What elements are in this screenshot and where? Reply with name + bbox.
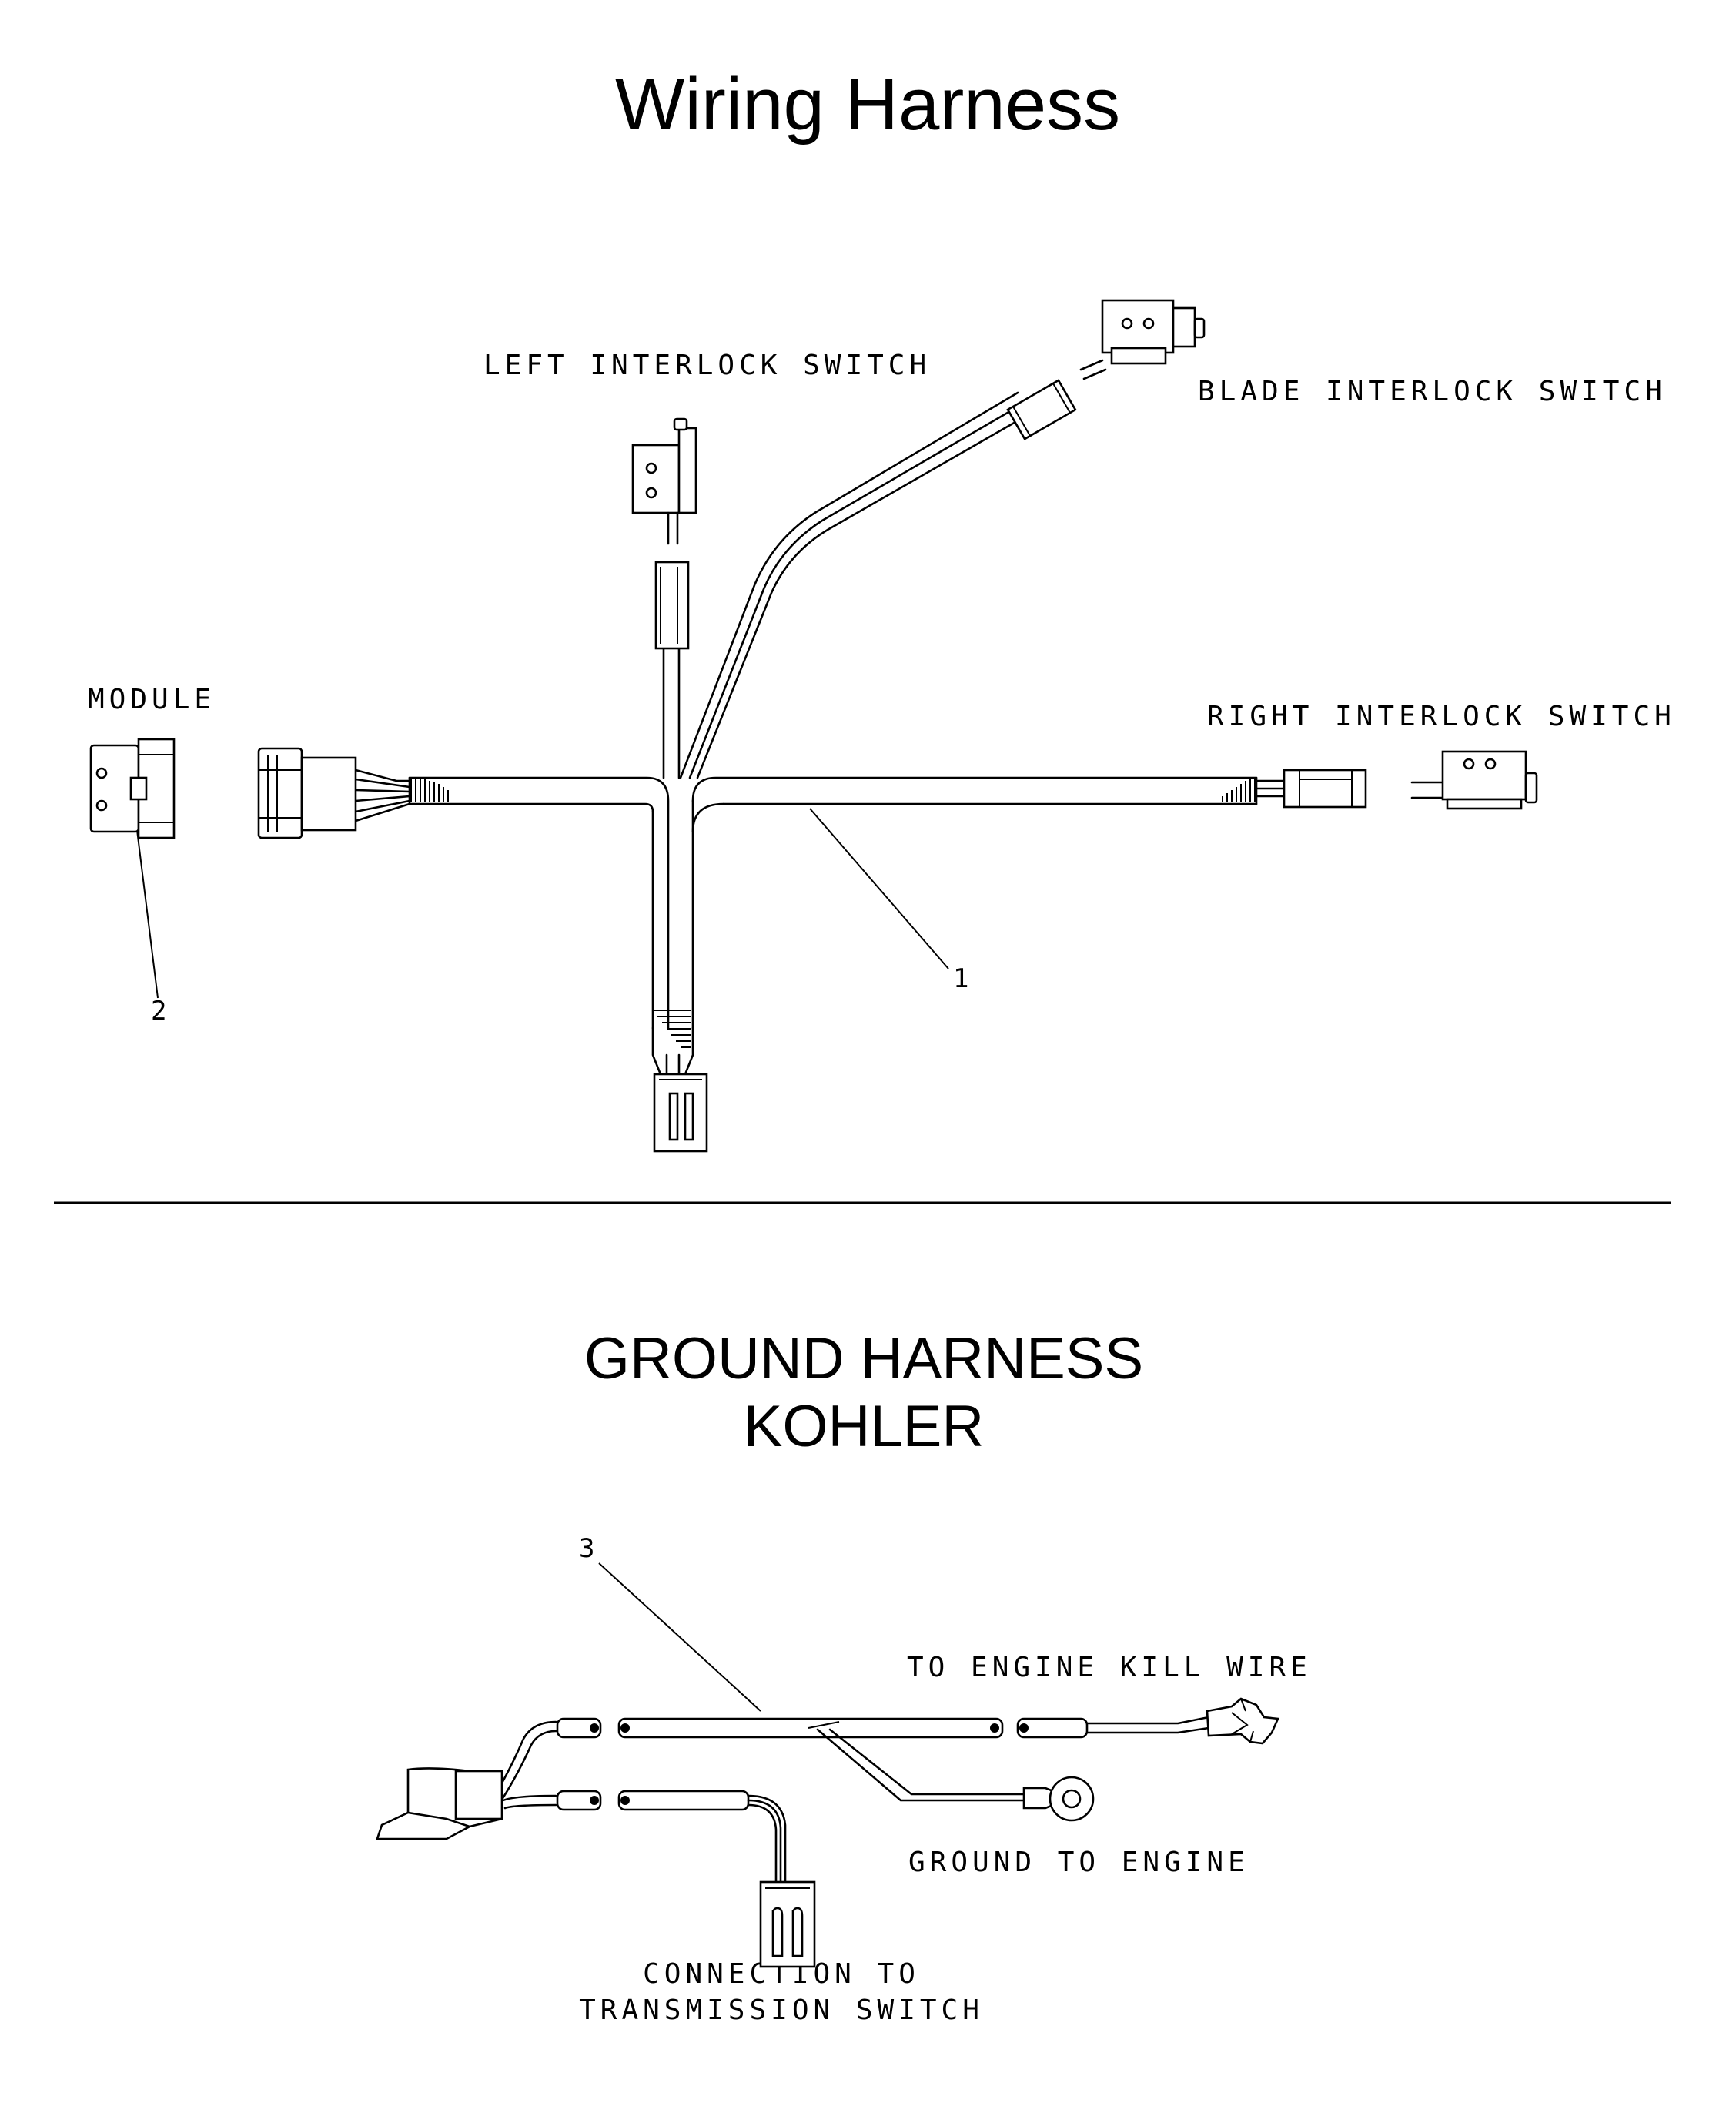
- label-ground-to-engine: GROUND TO ENGINE: [908, 1847, 1249, 1878]
- engine-kill-terminal: [1206, 1697, 1279, 1745]
- harness-plug-left-interlock: [654, 561, 690, 650]
- label-module: MODULE: [88, 684, 216, 715]
- main-harness: [257, 379, 1367, 1153]
- harness-plug-right: [1283, 769, 1367, 809]
- ring-terminal: [1022, 1776, 1095, 1822]
- label-engine-kill-wire: TO ENGINE KILL WIRE: [907, 1652, 1312, 1683]
- callout-3: 3: [579, 1533, 599, 1564]
- ground-sleeve-upper-c: [1016, 1717, 1089, 1739]
- label-left-interlock-switch: LEFT INTERLOCK SWITCH: [483, 350, 931, 381]
- label-transmission-switch: TRANSMISSION SWITCH: [579, 1994, 984, 2026]
- main-title: Wiring Harness: [615, 63, 1120, 146]
- harness-plug-left: [257, 747, 357, 839]
- ground-sleeve-upper-a: [556, 1717, 602, 1739]
- harness-plug-bottom: [653, 1073, 708, 1153]
- trunk-hatch-right: [1222, 779, 1256, 802]
- harness-plug-blade: [1006, 379, 1077, 440]
- callout-2: 2: [151, 996, 171, 1026]
- ground-sleeve-lower-b: [617, 1790, 750, 1811]
- leader-line-3: [598, 1562, 761, 1712]
- module-connector: [89, 738, 176, 839]
- label-right-interlock-switch: RIGHT INTERLOCK SWITCH: [1207, 701, 1676, 732]
- left-interlock-switch: [631, 417, 697, 545]
- right-interlock-switch: [1410, 750, 1538, 810]
- transmission-switch-connector: [759, 1880, 816, 1968]
- ground-harness-title: GROUND HARNESS: [584, 1326, 1143, 1391]
- callout-1: 1: [953, 963, 973, 994]
- ground-mount-bracket: [376, 1767, 503, 1840]
- label-blade-interlock-switch: BLADE INTERLOCK SWITCH: [1198, 376, 1667, 407]
- trunk-hatch-left: [410, 779, 449, 802]
- blade-interlock-switch: [1079, 299, 1206, 380]
- kohler-title: KOHLER: [744, 1394, 985, 1459]
- leader-line-2: [136, 829, 159, 999]
- ground-harness: [376, 1697, 1279, 1968]
- leader-line-1: [809, 808, 949, 969]
- ground-sleeve-lower-a: [556, 1790, 602, 1811]
- trunk-hatch-bottom: [654, 1010, 691, 1048]
